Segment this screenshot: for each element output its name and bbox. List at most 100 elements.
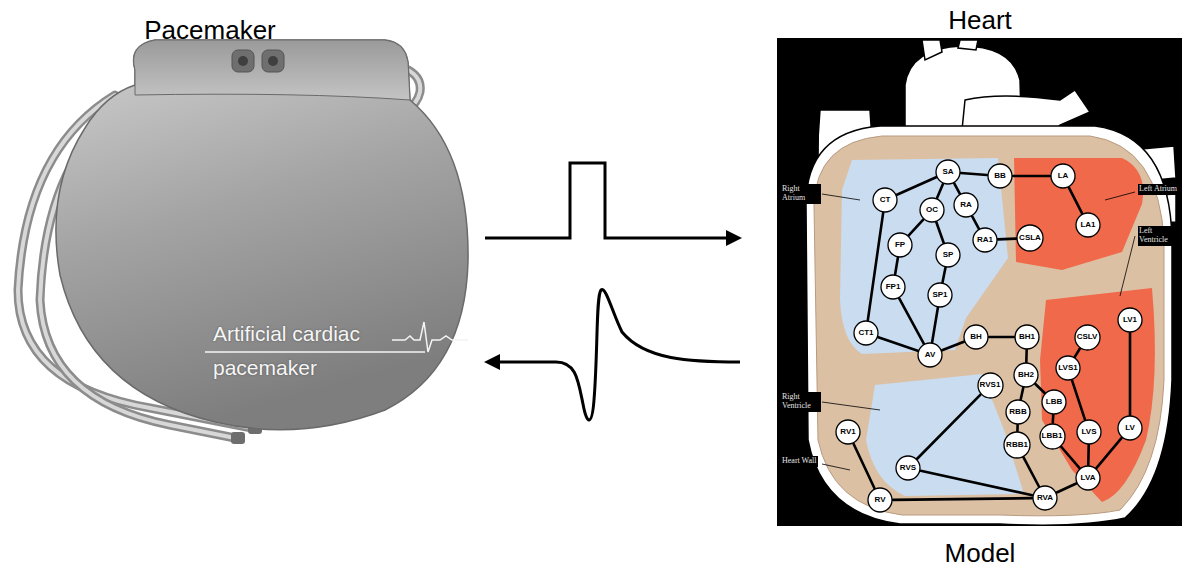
conduction-path — [899, 298, 924, 343]
region-label: Right Ventricle — [781, 392, 821, 412]
node-label: RVS1 — [980, 381, 1001, 389]
node-circle — [972, 227, 998, 253]
node-label: FP1 — [886, 283, 901, 291]
node-circle — [919, 197, 945, 223]
model-node: CT1 — [853, 320, 879, 346]
node-circle — [927, 282, 953, 308]
node-circle — [887, 232, 913, 258]
node-circle — [1039, 423, 1066, 450]
model-node: LBB1 — [1039, 423, 1066, 450]
node-label: RA1 — [977, 236, 993, 244]
node-circle — [1003, 431, 1031, 459]
node-label: BH1 — [1019, 333, 1035, 341]
conduction-path — [893, 498, 1032, 500]
node-label: OC — [926, 206, 938, 214]
node-circle — [1118, 416, 1142, 440]
model-node: LA — [1050, 163, 1076, 189]
node-circle — [935, 242, 961, 268]
conduction-path — [895, 258, 898, 274]
node-label: BH2 — [1018, 371, 1034, 379]
conduction-path — [972, 216, 979, 228]
model-node: LVS — [1076, 419, 1102, 445]
model-panel — [777, 38, 1182, 526]
conduction-path — [954, 183, 960, 193]
conduction-path — [1016, 425, 1019, 431]
node-circle — [853, 320, 879, 346]
region-label: Left Ventricle — [1138, 226, 1178, 246]
device-divider — [205, 351, 425, 353]
node-label: BB — [994, 172, 1006, 180]
conduction-path — [998, 237, 1016, 240]
node-circle — [1076, 213, 1100, 237]
node-circle — [1117, 415, 1143, 441]
node-circle — [1017, 225, 1043, 251]
node-label: SP1 — [932, 291, 947, 299]
header-port — [262, 50, 284, 72]
node-circle — [1041, 389, 1067, 415]
node-circle — [872, 187, 898, 213]
heart-vessels — [806, 40, 1176, 525]
model-node: LVA — [1075, 465, 1101, 491]
conduction-path — [942, 342, 964, 351]
node-circle — [1076, 466, 1100, 490]
node-circle — [1055, 355, 1081, 381]
node-circle — [1014, 363, 1038, 387]
node-circle — [867, 487, 893, 513]
node-circle — [918, 343, 942, 367]
node-circle — [1075, 325, 1100, 350]
node-circle — [920, 198, 944, 222]
node-circle — [880, 274, 906, 300]
model-node: LVS1 — [1055, 355, 1081, 381]
conduction-path — [909, 220, 923, 236]
model-node: RA — [953, 192, 979, 218]
node-circle — [1005, 399, 1031, 425]
heart-wall — [814, 136, 1164, 516]
conduction-path — [1025, 350, 1028, 362]
node-label: FP — [895, 241, 905, 249]
header-port — [232, 50, 254, 72]
node-label: RBB1 — [1006, 441, 1028, 449]
conduction-path — [917, 395, 980, 459]
node-circle — [873, 188, 897, 212]
node-circle — [936, 243, 960, 267]
node-circle — [936, 160, 960, 184]
model-node: LV1 — [1117, 307, 1143, 333]
node-circle — [917, 342, 943, 368]
conduction-path — [854, 444, 875, 488]
node-label: LV — [1125, 424, 1135, 432]
device-inscription: Artificial cardiac — [213, 322, 360, 346]
ecg-trace — [392, 322, 468, 352]
diagram-heading: Pacemaker — [144, 15, 276, 46]
model-node: BH1 — [1014, 324, 1040, 350]
region-label: Right Atrium — [781, 184, 821, 204]
left-atrium-region — [1014, 158, 1143, 270]
model-node: LV — [1117, 415, 1143, 441]
conduction-path — [868, 213, 883, 320]
node-circle — [963, 324, 989, 350]
conduction-path — [936, 222, 943, 243]
conduction-path — [1069, 188, 1082, 214]
node-circle — [1004, 432, 1030, 458]
node-circle — [1032, 485, 1058, 511]
node-label: CT — [880, 196, 891, 204]
heart-outline — [806, 126, 1172, 525]
conduction-path — [1051, 415, 1054, 423]
conduction-path — [989, 336, 1014, 339]
model-node: RVS1 — [977, 372, 1004, 399]
leader-line — [822, 402, 880, 410]
lead-tip — [231, 432, 245, 444]
model-node: SP — [935, 242, 961, 268]
model-node: CSLA — [1016, 224, 1044, 252]
model-node: RV — [867, 487, 893, 513]
conduction-path — [937, 184, 943, 198]
node-label: LBB1 — [1042, 432, 1063, 440]
node-label: LA — [1058, 172, 1069, 180]
model-node: FP — [887, 232, 913, 258]
node-circle — [978, 373, 1003, 398]
node-circle — [1075, 212, 1101, 238]
left-ventricle-region — [1040, 288, 1155, 502]
node-label: RVA — [1037, 494, 1053, 502]
node-circle — [1056, 356, 1080, 380]
